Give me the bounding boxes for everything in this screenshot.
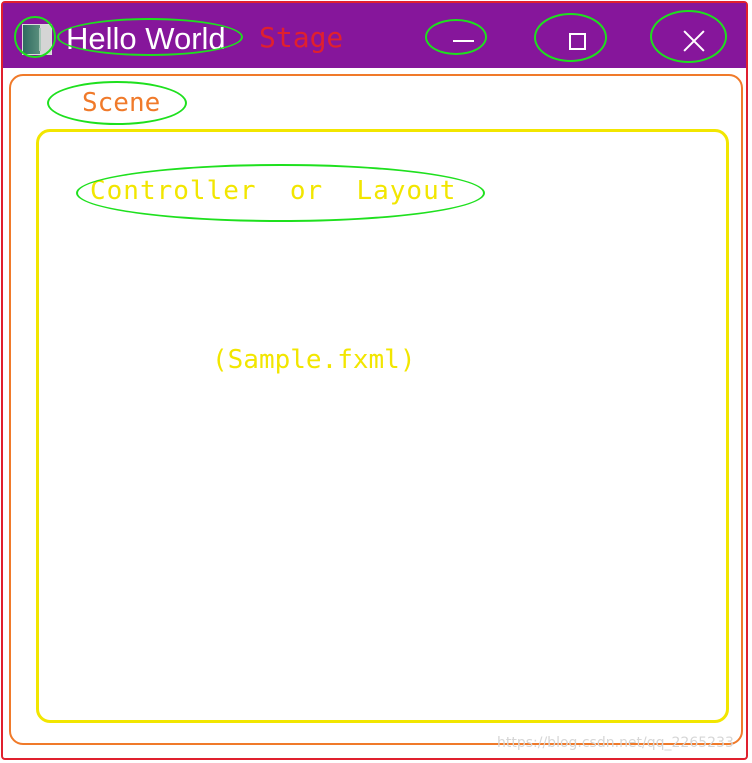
scene-highlight-ellipse <box>47 81 187 125</box>
title-highlight-ellipse <box>57 18 243 56</box>
scene-box <box>9 74 743 745</box>
controller-box <box>36 129 729 723</box>
watermark: https://blog.csdn.net/qq_2265233 <box>497 735 734 751</box>
maximize-highlight-ellipse <box>534 13 607 62</box>
stage-label: Stage <box>259 21 344 54</box>
icon-highlight-ellipse <box>14 16 56 58</box>
close-highlight-ellipse <box>650 10 727 63</box>
controller-highlight-ellipse <box>76 164 485 222</box>
fxml-label: (Sample.fxml) <box>212 345 416 375</box>
minimize-highlight-ellipse <box>425 19 487 55</box>
